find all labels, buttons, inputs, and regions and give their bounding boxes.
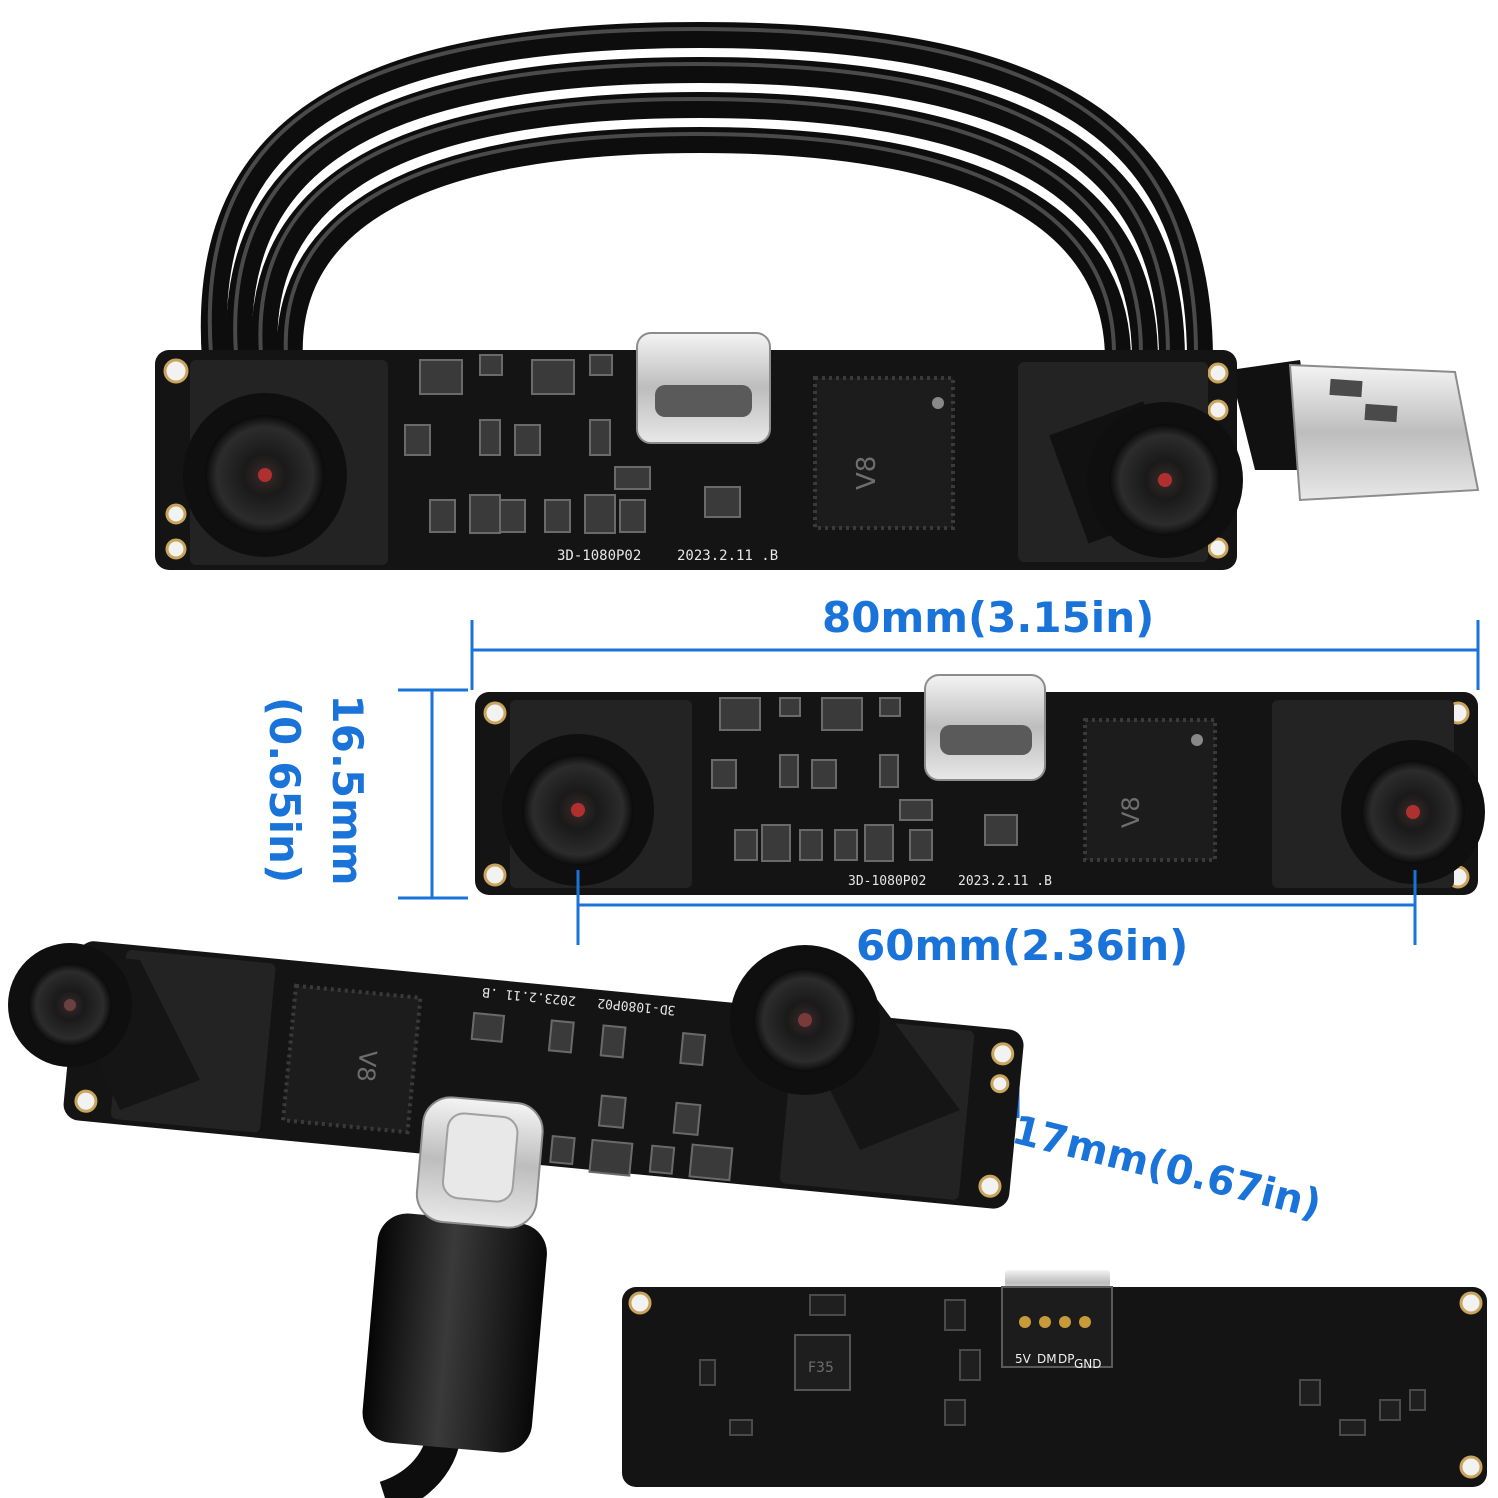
dimension-lines (398, 620, 1480, 1118)
camera-board-back: F35 5V DM DP GND (622, 1270, 1487, 1487)
usb-a-plug (1230, 360, 1480, 502)
camera-board-middle: V8 3D-1080P02 2023.2.11 .B (475, 674, 1485, 895)
usb-cable (200, 21, 1213, 373)
pin-label-dm: DM (1037, 1352, 1057, 1366)
height-in-label: (0.65in) (260, 696, 309, 884)
angled-lens-right (730, 945, 960, 1150)
usb-c-cable (362, 1096, 547, 1498)
camera-board-top: V8 3D-1080P02 2023.2.11 .B (155, 332, 1243, 570)
pin-label-gnd: GND (1074, 1357, 1102, 1371)
pin-label-5v: 5V (1015, 1352, 1032, 1366)
date-silkscreen-middle: 2023.2.11 .B (958, 874, 1052, 889)
model-silkscreen-middle: 3D-1080P02 (848, 874, 926, 889)
length-dimension-label: 80mm(3.15in) (822, 593, 1155, 642)
chip-label: V8 (852, 456, 882, 490)
model-silkscreen-angled: 3D-1080P02 (597, 995, 676, 1017)
angled-lens-left (8, 943, 200, 1110)
date-silkscreen: 2023.2.11 .B (677, 548, 778, 564)
chip-label-angled: V8 (351, 1049, 382, 1083)
back-chip-label: F35 (808, 1360, 834, 1376)
lens-spacing-label: 60mm(2.36in) (856, 921, 1189, 970)
height-mm-label: 16.5mm (323, 694, 372, 886)
chip-label-middle: V8 (1117, 796, 1145, 828)
pin-label-dp: DP (1058, 1352, 1074, 1366)
model-silkscreen: 3D-1080P02 (557, 548, 641, 564)
